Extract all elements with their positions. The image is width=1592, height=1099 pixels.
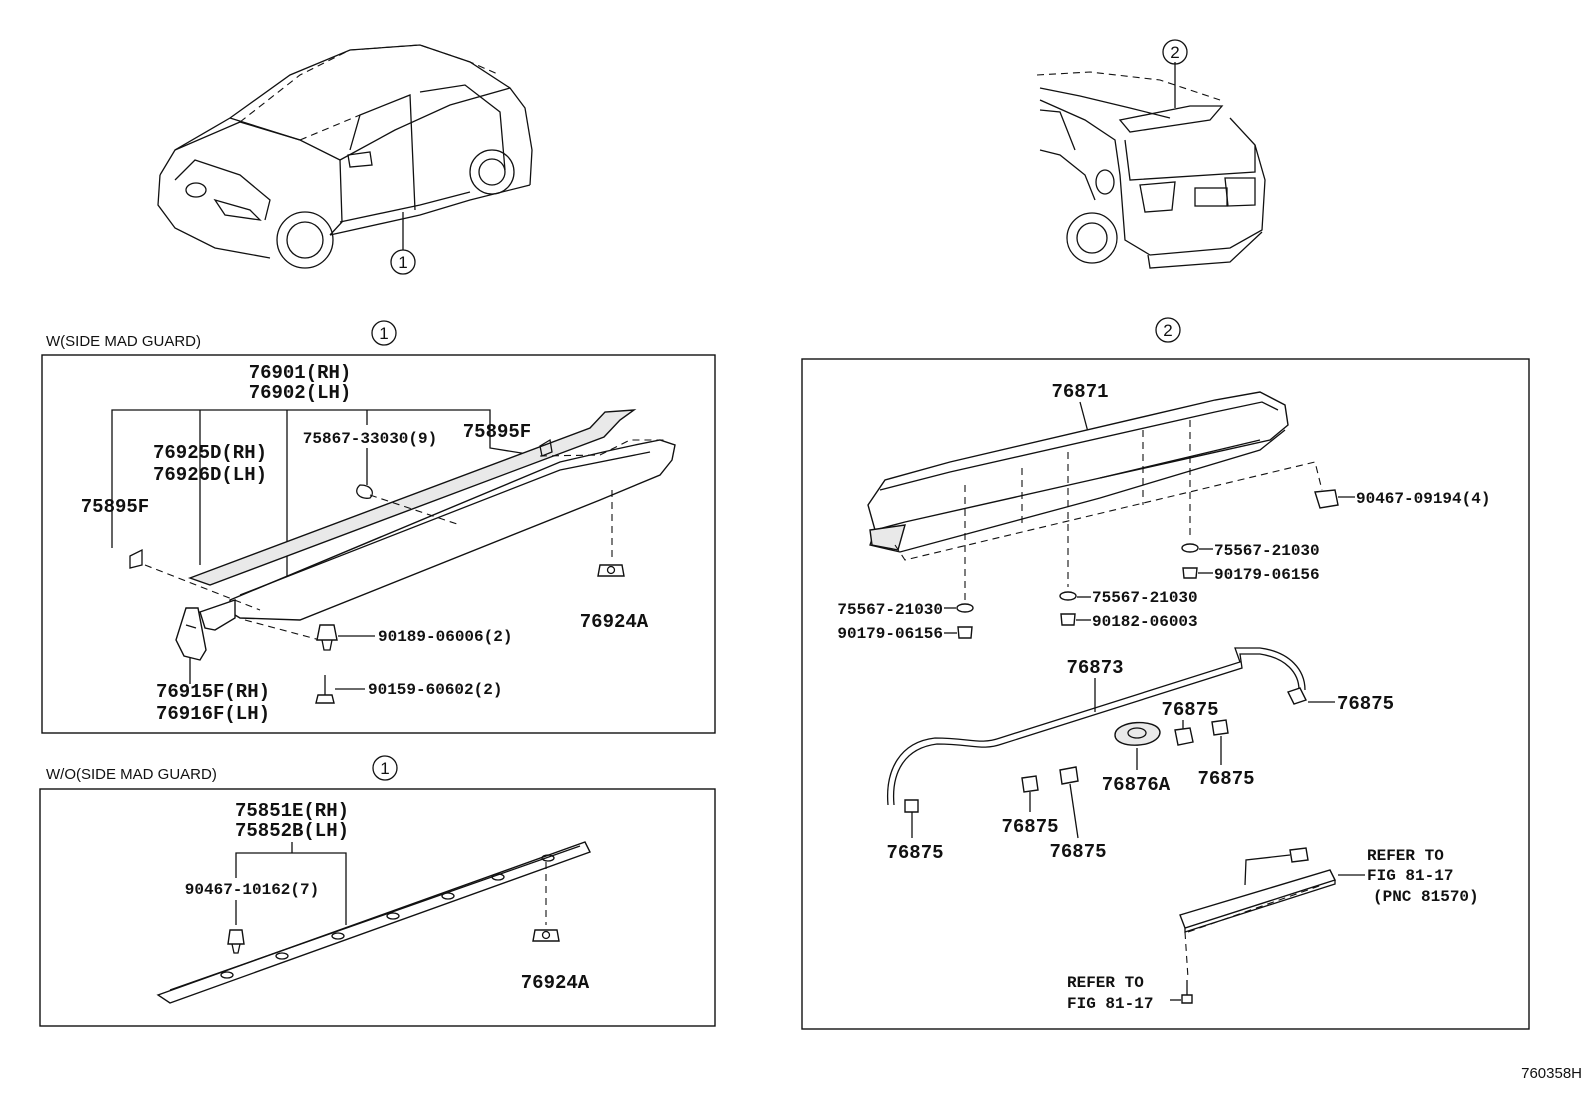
label-76915F: 76915F(RH) bbox=[156, 681, 270, 703]
mud-guard-part bbox=[175, 607, 207, 661]
seal-76873-outer bbox=[886, 647, 1306, 806]
label-76925D: 76925D(RH) bbox=[153, 442, 267, 464]
moulding-strip-part bbox=[156, 841, 591, 1004]
section-title-wo-side: W/O(SIDE MAD GUARD) bbox=[46, 766, 217, 783]
refer-to-1-line2: FIG 81-17 bbox=[1367, 867, 1453, 885]
nut-90179-b bbox=[957, 626, 973, 639]
rear-spoiler-part bbox=[867, 391, 1289, 553]
section-wo-callout-circle bbox=[372, 755, 398, 781]
washer-75567-b bbox=[1059, 591, 1077, 601]
section-title-w-side: W(SIDE MAD GUARD) bbox=[46, 333, 201, 350]
label-75852B: 75852B(LH) bbox=[235, 820, 349, 842]
callout-1-text: 1 bbox=[398, 253, 407, 272]
clip-76875-a bbox=[1287, 687, 1307, 705]
car-rear-illustration bbox=[1036, 71, 1266, 269]
screw-90159 bbox=[315, 675, 335, 704]
refer-to-1-line1: REFER TO bbox=[1367, 847, 1444, 865]
section-wo-callout-text: 1 bbox=[380, 759, 389, 778]
label-76875-d: 76875 bbox=[1001, 816, 1058, 838]
bracket-76901 bbox=[111, 409, 541, 548]
label-76924A-wo: 76924A bbox=[521, 972, 590, 994]
clip-76875-b bbox=[1174, 727, 1194, 746]
clip-76875-e bbox=[1059, 766, 1079, 785]
washer-75567-a bbox=[1181, 543, 1199, 553]
section-w-callout-circle bbox=[371, 320, 397, 346]
label-75567-c: 75567-21030 bbox=[837, 601, 943, 619]
frame-w-side bbox=[41, 354, 716, 734]
nut-90182 bbox=[1060, 613, 1076, 626]
label-75867: 75867-33030(9) bbox=[303, 430, 437, 448]
label-75567-b: 75567-21030 bbox=[1092, 589, 1198, 607]
clip-76875-c bbox=[1211, 719, 1229, 736]
clip-90467-09194 bbox=[1314, 489, 1339, 509]
label-76875-b: 76875 bbox=[1161, 699, 1218, 721]
label-76875-e: 76875 bbox=[1049, 841, 1106, 863]
label-76924A-w: 76924A bbox=[580, 611, 649, 633]
callout-circle-1 bbox=[390, 249, 416, 275]
refer-to-1-line3: (PNC 81570) bbox=[1373, 888, 1479, 906]
clip-75867 bbox=[356, 484, 373, 499]
label-75567-a: 75567-21030 bbox=[1214, 542, 1320, 560]
clip-90467-10162 bbox=[227, 929, 245, 954]
label-76875-f: 76875 bbox=[886, 842, 943, 864]
bracket-75851 bbox=[235, 852, 347, 925]
label-90159: 90159-60602(2) bbox=[368, 681, 502, 699]
nut-76924A-wo bbox=[532, 929, 560, 942]
label-75895F-left: 75895F bbox=[81, 496, 149, 518]
label-90179-a: 90179-06156 bbox=[1214, 566, 1320, 584]
refer-to-2-line1: REFER TO bbox=[1067, 974, 1144, 992]
label-76875-a: 76875 bbox=[1337, 693, 1394, 715]
label-90467-10162: 90467-10162(7) bbox=[185, 881, 319, 899]
label-75895F-right: 75895F bbox=[463, 421, 531, 443]
refer-to-2-line2: FIG 81-17 bbox=[1067, 995, 1153, 1013]
label-76916F: 76916F(LH) bbox=[156, 703, 270, 725]
clip-76875-f bbox=[904, 799, 919, 813]
clip-90189 bbox=[316, 624, 338, 651]
section-2-callout-text: 2 bbox=[1163, 321, 1172, 340]
callout-2-text: 2 bbox=[1170, 43, 1179, 62]
frame-wo-side bbox=[39, 788, 716, 1027]
high-mount-stop-lamp bbox=[1179, 847, 1336, 933]
washer-75567-c bbox=[956, 603, 974, 613]
label-76901: 76901(RH) bbox=[249, 362, 352, 384]
section-2-callout-circle bbox=[1155, 317, 1181, 343]
label-90467-09194: 90467-09194(4) bbox=[1356, 490, 1490, 508]
label-76926D: 76926D(LH) bbox=[153, 464, 267, 486]
seal-76873-inner bbox=[892, 653, 1300, 806]
label-75851E: 75851E(RH) bbox=[235, 800, 349, 822]
screw-stop-lamp bbox=[1181, 980, 1193, 1004]
nut-76924A bbox=[597, 564, 625, 577]
clip-76875-d bbox=[1021, 775, 1039, 793]
label-76871: 76871 bbox=[1051, 381, 1108, 403]
figure-id: 760358H bbox=[1521, 1065, 1582, 1082]
rocker-panel-part bbox=[187, 409, 676, 631]
car-front-illustration bbox=[157, 44, 533, 269]
nut-90179-a bbox=[1182, 567, 1198, 579]
label-90179-b: 90179-06156 bbox=[837, 625, 943, 643]
clip-75895F-left bbox=[129, 548, 143, 569]
frame-spoiler bbox=[801, 358, 1530, 1030]
clip-75895F-right bbox=[539, 438, 553, 457]
label-90189: 90189-06006(2) bbox=[378, 628, 512, 646]
label-90182: 90182-06003 bbox=[1092, 613, 1198, 631]
label-76876A: 76876A bbox=[1102, 774, 1171, 796]
section-w-callout-text: 1 bbox=[379, 324, 388, 343]
callout-circle-2 bbox=[1162, 39, 1188, 65]
label-76873: 76873 bbox=[1066, 657, 1123, 679]
label-76902: 76902(LH) bbox=[249, 382, 352, 404]
pad-76876A bbox=[1114, 721, 1161, 746]
label-76875-c: 76875 bbox=[1197, 768, 1254, 790]
